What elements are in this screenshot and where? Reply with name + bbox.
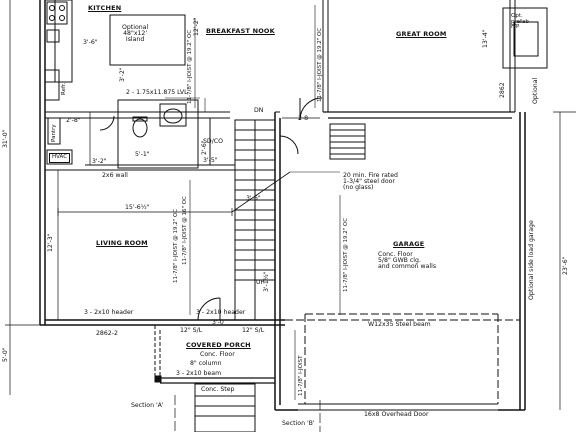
dim-3-1: 3'-1½": [263, 271, 270, 292]
lvl-beam-note: 2 - 1.75x11.875 LVL: [126, 89, 188, 96]
dim-31-0: 31'-0": [2, 129, 9, 148]
breakfast-nook-label: BREAKFAST NOOK: [206, 27, 275, 35]
optional-label: Optional: [532, 77, 539, 104]
wall-2x6-note: 2x6 wall: [102, 172, 128, 179]
dim-3-2b: 3'-2": [92, 158, 107, 165]
island-note: Optional 48"x12' Island: [122, 24, 149, 44]
header-right-note: 3 - 2x10 header: [196, 309, 246, 316]
joist-nook: 11-7/8" I-JOIST @ 19.2" OC: [187, 29, 193, 104]
dim-12-sl-a: 12" S/L: [180, 327, 203, 334]
joist-stair: 11-7/8" I-JOIST @ 16" OC: [182, 196, 188, 265]
dim-2-8b: 2-8: [298, 115, 309, 122]
conc-step-note: Conc. Step: [201, 386, 235, 393]
fireplace-note: Opt. prefab F/P: [511, 13, 529, 30]
section-a-marker: Section 'A': [131, 402, 164, 409]
smoke-detector-note: SD/CO: [203, 138, 223, 145]
porch-beam-note: 3 - 2x10 beam: [176, 370, 222, 377]
optional-garage-note: Optional side load garage: [528, 220, 535, 300]
header-left-note: 3 - 2x10 header: [84, 309, 134, 316]
refrigerator-label: Refr.: [61, 82, 67, 95]
fire-door-note: 20 min. Fire rated 1-3/4" steel door (no…: [343, 172, 398, 192]
joist-porch: 11-7/8" I-JOIST: [298, 355, 304, 396]
living-room-label: LIVING ROOM: [96, 239, 148, 247]
dim-12-sl-b: 12" S/L: [242, 327, 265, 334]
overhead-door-note: 16x8 Overhead Door: [364, 411, 429, 418]
dim-2-8: 2'-8": [66, 117, 81, 124]
great-room-label: GREAT ROOM: [396, 30, 447, 38]
joist-great: 11-7/8" I-JOIST @ 19.2" OC: [317, 27, 323, 102]
dim-12-2: 12'-2": [193, 17, 200, 36]
dim-13-4: 13'-4": [482, 29, 489, 48]
pantry-label: Pantry: [51, 124, 57, 142]
dim-23-6: 23'-6": [562, 256, 569, 275]
garage-label: GARAGE: [393, 240, 425, 248]
up-note: UP: [256, 279, 265, 286]
dim-2862: 2862: [499, 82, 506, 98]
dim-12-3: 12'-3": [47, 233, 54, 252]
dim-2862-2: 2862-2: [96, 330, 118, 337]
porch-column-note: 8" column: [190, 360, 222, 367]
dim-3-6-stair: 3'-6": [246, 195, 261, 202]
steel-beam-note: W12x35 Steel beam: [368, 321, 431, 328]
hvac-label: HVAC: [49, 153, 71, 163]
dim-5-1: 5'-1": [135, 151, 150, 158]
section-b-marker: Section 'B': [282, 420, 315, 427]
down-note: DN: [254, 107, 264, 114]
joist-garage: 11-7/8" I-JOIST @ 19.2" OC: [343, 217, 349, 292]
dim-15-6: 15'-6½": [125, 204, 150, 211]
kitchen-label: KITCHEN: [88, 4, 122, 12]
dim-3-6-kitchen: 3'-6": [83, 39, 98, 46]
covered-porch-label: COVERED PORCH: [186, 341, 251, 349]
dim-5-0: 5'-0": [2, 347, 9, 362]
dim-3-5: 3'-5": [203, 157, 218, 164]
joist-living: 11-7/8" I-JOIST @ 19.2" OC: [173, 208, 179, 283]
dim-3-2: 3'-2": [119, 67, 126, 82]
dim-3-0: 3'-0: [212, 319, 224, 326]
garage-finish-note: Conc. Floor 5/8" GWB clg. and common wal…: [378, 251, 437, 271]
dim-2-6: 2'-6": [201, 140, 208, 155]
porch-floor-note: Conc. Floor: [200, 351, 235, 358]
